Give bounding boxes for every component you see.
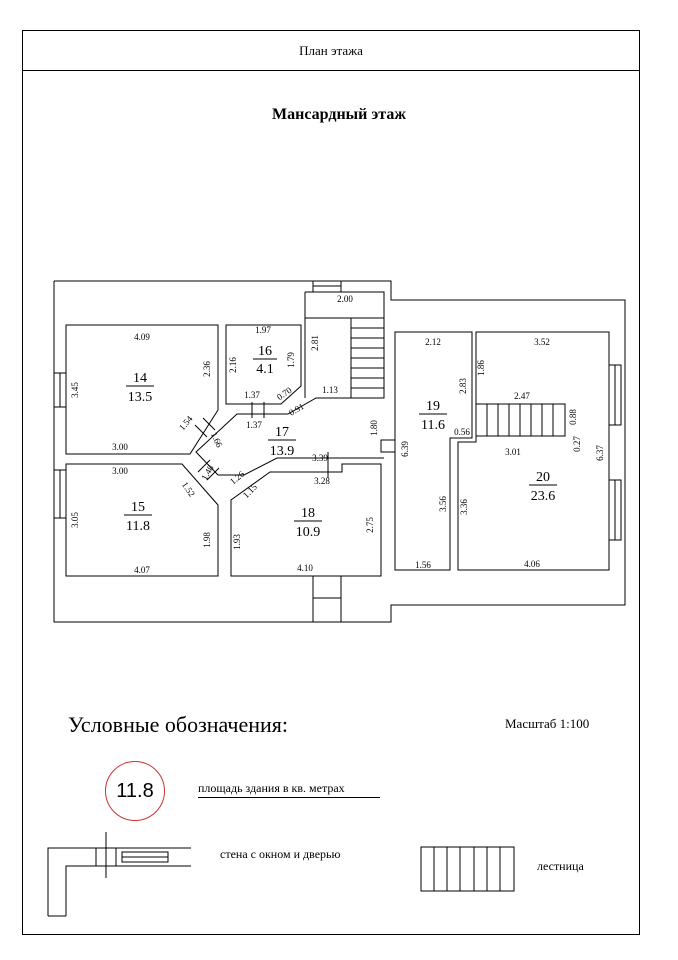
dimension-label: 3.00 xyxy=(112,466,128,476)
dimension-label: 1.97 xyxy=(255,325,271,335)
dimension-label: 2.47 xyxy=(514,391,530,401)
dimension-label: 1.13 xyxy=(322,385,338,395)
dimension-label: 3.00 xyxy=(112,442,128,452)
dimension-label: 1.54 xyxy=(177,413,195,432)
dimension-label: 1.15 xyxy=(241,481,260,500)
room-number: 19 xyxy=(426,399,440,414)
dimension-label: 4.09 xyxy=(134,332,150,342)
legend-wall-sample xyxy=(47,832,191,917)
legend-stair-sample xyxy=(420,846,515,892)
dimension-label: 1.26 xyxy=(228,468,247,486)
room-19-walls xyxy=(394,331,473,571)
dimension-label: 1.37 xyxy=(244,390,260,400)
dimension-label: 4.07 xyxy=(134,565,150,575)
room-area: 4.1 xyxy=(256,362,274,377)
dimension-label: 1.66 xyxy=(209,430,225,449)
dimension-label: 2.16 xyxy=(228,357,238,373)
dimension-label: 3.56 xyxy=(438,496,448,512)
room-area: 11.6 xyxy=(421,418,445,433)
dimension-label: 1.52 xyxy=(180,480,197,499)
dimension-labels: 4.09 3.45 2.36 3.00 3.00 3.05 1.98 4.07 … xyxy=(70,294,605,575)
dimension-label: 3.39 xyxy=(312,453,328,463)
legend-title: Условные обозначения: xyxy=(68,712,289,737)
dimension-label: 2.83 xyxy=(458,378,468,394)
stair-corridor xyxy=(305,317,385,399)
room-16-walls xyxy=(225,324,302,405)
dimension-label: 1.56 xyxy=(415,560,431,570)
dimension-label: 0.91 xyxy=(287,401,306,418)
dimension-label: 4.10 xyxy=(297,563,313,573)
dimension-label: 1.86 xyxy=(476,360,486,376)
dimension-label: 2.75 xyxy=(365,517,375,533)
dimension-label: 1.80 xyxy=(369,420,379,436)
dimension-label: 1.48 xyxy=(199,463,216,482)
room-area: 13.9 xyxy=(270,444,295,459)
scale-label: Масштаб 1:100 xyxy=(505,716,590,731)
room-labels: 14 13.5 15 11.8 16 4.1 17 13.9 18 10.9 1… xyxy=(124,344,557,540)
wall-legend-label: стена с окном и дверью xyxy=(220,847,341,861)
dimension-label: 0.70 xyxy=(275,385,294,403)
dimension-label: 0.27 xyxy=(572,436,582,452)
stair-room-20 xyxy=(475,403,566,437)
dimension-label: 1.79 xyxy=(286,352,296,368)
dimension-label: 3.05 xyxy=(70,512,80,528)
dimension-label: 1.37 xyxy=(246,420,262,430)
dimension-label: 0.56 xyxy=(454,427,470,437)
room-15-walls xyxy=(65,463,219,577)
room-number: 16 xyxy=(258,344,272,359)
room-area: 10.9 xyxy=(296,525,321,540)
dimension-label: 3.01 xyxy=(505,447,521,457)
room-number: 14 xyxy=(133,371,147,386)
dimension-label: 4.06 xyxy=(524,559,540,569)
stair-legend-label: лестница xyxy=(537,859,584,873)
dimension-label: 3.36 xyxy=(459,499,469,515)
room-20-walls xyxy=(457,331,610,571)
window-symbols xyxy=(53,280,622,623)
header-title: План этажа xyxy=(22,30,640,71)
floor-title: Мансардный этаж xyxy=(272,106,406,123)
room-area: 11.8 xyxy=(126,519,150,534)
dimension-label: 1.93 xyxy=(232,534,242,550)
room-number: 15 xyxy=(131,500,145,515)
room-14-walls xyxy=(65,324,219,455)
dimension-label: 2.12 xyxy=(425,337,441,347)
door-marks xyxy=(194,402,329,481)
dimension-label: 2.81 xyxy=(310,335,320,351)
room-number: 17 xyxy=(275,425,289,440)
dimension-label: 1.98 xyxy=(202,532,212,548)
dimension-label: 3.52 xyxy=(534,337,550,347)
dimension-label: 3.28 xyxy=(314,476,330,486)
dimension-label: 2.36 xyxy=(202,361,212,377)
room-area: 13.5 xyxy=(128,390,153,405)
building-outline xyxy=(53,280,626,623)
dimension-label: 0.88 xyxy=(568,409,578,425)
area-sample-badge: 11.8 xyxy=(105,761,165,821)
room-area: 23.6 xyxy=(531,489,556,504)
room-number: 18 xyxy=(301,506,315,521)
room-18-walls xyxy=(230,463,382,577)
room-number: 20 xyxy=(536,470,550,485)
dimension-label: 6.39 xyxy=(400,441,410,457)
area-legend-label: площадь здания в кв. метрах xyxy=(198,781,380,798)
dimension-label: 2.00 xyxy=(337,294,353,304)
dimension-label: 6.37 xyxy=(595,445,605,461)
dimension-label: 3.45 xyxy=(70,382,80,398)
